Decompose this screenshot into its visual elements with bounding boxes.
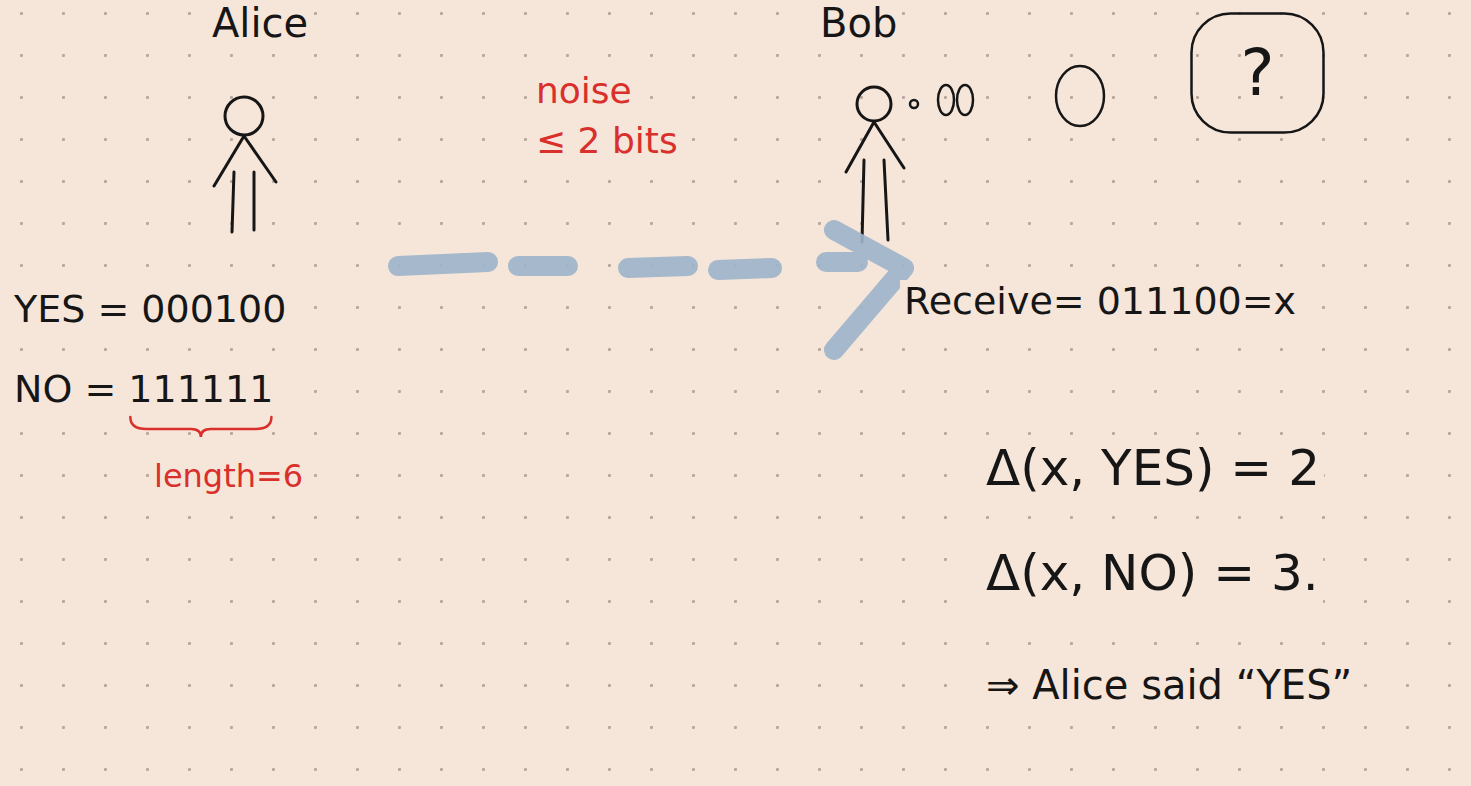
length-note: length=6 (150, 458, 307, 495)
distance-formula: Δ(x, NO) = 3. (982, 545, 1323, 603)
bob-figure (846, 87, 904, 242)
bubble-border (1192, 14, 1324, 133)
distance-formula: Δ(x, YES) = 2 (982, 440, 1324, 498)
person-name: Bob (816, 0, 901, 46)
conclusion: ⇒ Alice said “YES” (982, 662, 1356, 708)
alice-figure (214, 97, 276, 232)
codeword: NO = 111111 (10, 368, 277, 412)
channel-arrow (398, 230, 904, 350)
received-word: Receive= 011100=x (900, 280, 1300, 324)
noise-bound: ≤ 2 bits (532, 120, 682, 161)
codeword: YES = 000100 (10, 288, 290, 332)
bubble-text: ? (1241, 41, 1275, 105)
person-name: Alice (208, 0, 312, 46)
thought-bubble: ? (1190, 12, 1325, 134)
thought-bubbles (910, 66, 1104, 126)
length-brace (130, 417, 271, 437)
noise-note: noise (532, 70, 636, 111)
